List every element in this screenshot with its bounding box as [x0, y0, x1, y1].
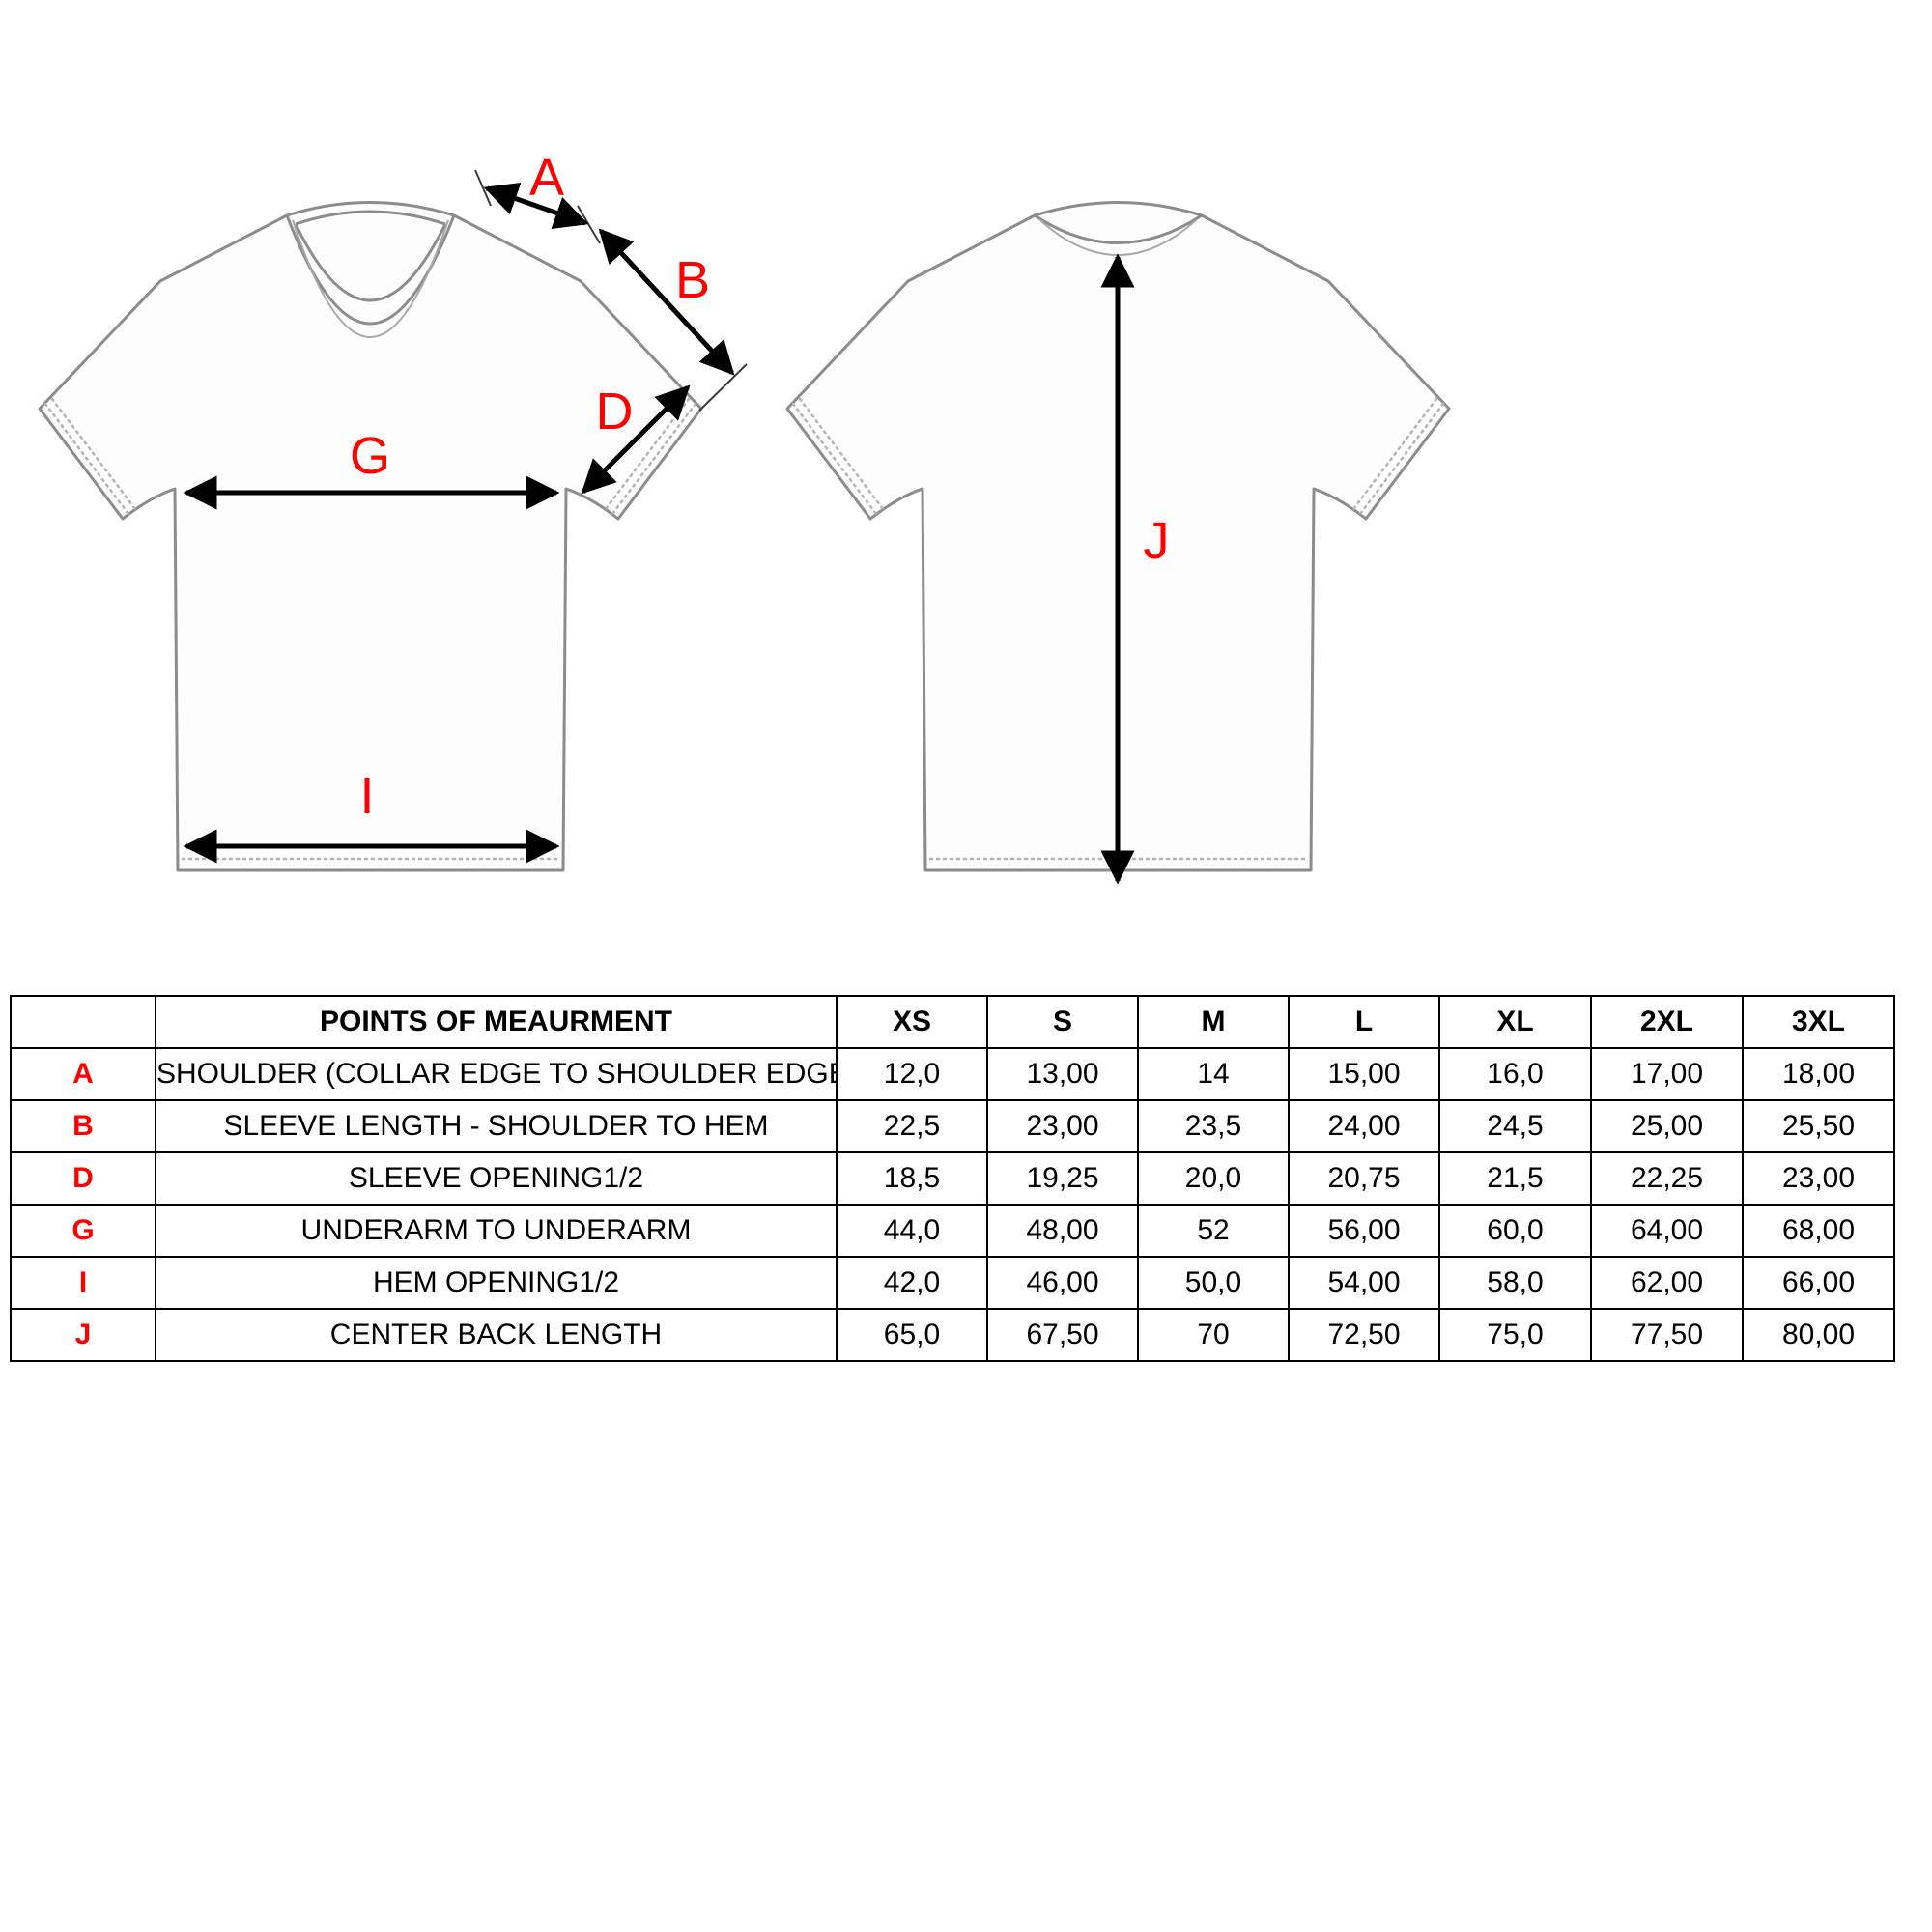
table-header-size-xl: XL [1438, 995, 1592, 1049]
back-collar-seam [1034, 213, 1203, 244]
stitch-line [1351, 397, 1438, 511]
row-measurement-name: SLEEVE OPENING1/2 [155, 1151, 838, 1206]
measurement-table: POINTS OF MEAURMENT XS S M L XL 2XL 3XL … [10, 995, 1895, 1362]
row-letter: D [10, 1151, 156, 1206]
row-letter: J [10, 1308, 156, 1362]
value-cell: 54,00 [1288, 1256, 1440, 1310]
value-cell: 25,00 [1590, 1099, 1744, 1153]
value-cell: 77,50 [1590, 1308, 1744, 1362]
row-letter: I [10, 1256, 156, 1310]
value-cell: 72,50 [1288, 1308, 1440, 1362]
value-cell: 14 [1137, 1047, 1290, 1101]
value-cell: 16,0 [1438, 1047, 1592, 1101]
table-header-size-s: S [986, 995, 1139, 1049]
measurement-label-d: D [596, 383, 634, 440]
value-cell: 13,00 [986, 1047, 1139, 1101]
value-cell: 25,50 [1742, 1099, 1895, 1153]
extension-line-sleeve-tip [698, 363, 748, 412]
value-cell: 12,0 [836, 1047, 988, 1101]
table-row: I HEM OPENING1/2 42,0 46,00 50,0 54,00 5… [10, 1256, 1895, 1310]
value-cell: 23,00 [1742, 1151, 1895, 1206]
table-header-size-m: M [1137, 995, 1290, 1049]
extension-line-shoulder-edge [577, 205, 601, 244]
measurement-label-a: A [529, 149, 564, 207]
value-cell: 22,5 [836, 1099, 988, 1153]
value-cell: 23,5 [1137, 1099, 1290, 1153]
value-cell: 68,00 [1742, 1204, 1895, 1258]
table-row: A SHOULDER (COLLAR EDGE TO SHOULDER EDGE… [10, 1047, 1895, 1101]
table-row: B SLEEVE LENGTH - SHOULDER TO HEM 22,5 2… [10, 1099, 1895, 1153]
value-cell: 50,0 [1137, 1256, 1290, 1310]
value-cell: 17,00 [1590, 1047, 1744, 1101]
row-measurement-name: UNDERARM TO UNDERARM [155, 1204, 838, 1258]
row-measurement-name: HEM OPENING1/2 [155, 1256, 838, 1310]
value-cell: 24,00 [1288, 1099, 1440, 1153]
value-cell: 64,00 [1590, 1204, 1744, 1258]
row-measurement-name: CENTER BACK LENGTH [155, 1308, 838, 1362]
value-cell: 56,00 [1288, 1204, 1440, 1258]
table-row: D SLEEVE OPENING1/2 18,5 19,25 20,0 20,7… [10, 1151, 1895, 1206]
tshirt-measurement-diagram: A B D G I J [38, 149, 1451, 885]
value-cell: 46,00 [986, 1256, 1139, 1310]
table-header-size-xs: XS [836, 995, 988, 1049]
value-cell: 75,0 [1438, 1308, 1592, 1362]
table-row: J CENTER BACK LENGTH 65,0 67,50 70 72,50… [10, 1308, 1895, 1362]
value-cell: 48,00 [986, 1204, 1139, 1258]
value-cell: 66,00 [1742, 1256, 1895, 1310]
measurement-label-i: I [359, 767, 374, 825]
measurement-label-b: B [675, 251, 710, 309]
row-measurement-name: SLEEVE LENGTH - SHOULDER TO HEM [155, 1099, 838, 1153]
measurement-arrow-d [581, 384, 691, 495]
measurement-label-j: J [1144, 512, 1170, 570]
row-letter: B [10, 1099, 156, 1153]
value-cell: 58,0 [1438, 1256, 1592, 1310]
measurement-label-g: G [350, 427, 390, 485]
value-cell: 15,00 [1288, 1047, 1440, 1101]
row-measurement-name: SHOULDER (COLLAR EDGE TO SHOULDER EDGE) [155, 1047, 838, 1101]
table-header-corner [10, 995, 156, 1049]
value-cell: 18,5 [836, 1151, 988, 1206]
measurement-arrow-b [598, 228, 735, 376]
value-cell: 80,00 [1742, 1308, 1895, 1362]
value-cell: 52 [1137, 1204, 1290, 1258]
stitch-line [50, 397, 137, 511]
stitch-line [43, 402, 130, 516]
table-row: G UNDERARM TO UNDERARM 44,0 48,00 52 56,… [10, 1204, 1895, 1258]
front-collar-top-inner [295, 210, 446, 226]
value-cell: 67,50 [986, 1308, 1139, 1362]
front-collar-stitch [292, 219, 449, 338]
value-cell: 65,0 [836, 1308, 988, 1362]
row-letter: A [10, 1047, 156, 1101]
front-collar-band-inner [294, 223, 447, 302]
table-header-size-l: L [1288, 995, 1440, 1049]
value-cell: 20,0 [1137, 1151, 1290, 1206]
value-cell: 62,00 [1590, 1256, 1744, 1310]
value-cell: 19,25 [986, 1151, 1139, 1206]
value-cell: 20,75 [1288, 1151, 1440, 1206]
tshirt-front-outline [38, 201, 703, 872]
table-header-points-of-measurement: POINTS OF MEAURMENT [155, 995, 838, 1049]
value-cell: 42,0 [836, 1256, 988, 1310]
value-cell: 70 [1137, 1308, 1290, 1362]
value-cell: 44,0 [836, 1204, 988, 1258]
value-cell: 60,0 [1438, 1204, 1592, 1258]
stitch-line [798, 397, 885, 511]
table-header-row: POINTS OF MEAURMENT XS S M L XL 2XL 3XL [10, 995, 1895, 1049]
table-header-size-3xl: 3XL [1742, 995, 1895, 1049]
value-cell: 22,25 [1590, 1151, 1744, 1206]
stitch-line [1358, 402, 1445, 516]
value-cell: 21,5 [1438, 1151, 1592, 1206]
measurement-arrow-a [483, 182, 589, 230]
table-header-size-2xl: 2XL [1590, 995, 1744, 1049]
value-cell: 18,00 [1742, 1047, 1895, 1101]
stitch-line [791, 402, 878, 516]
value-cell: 24,5 [1438, 1099, 1592, 1153]
value-cell: 23,00 [986, 1099, 1139, 1153]
row-letter: G [10, 1204, 156, 1258]
